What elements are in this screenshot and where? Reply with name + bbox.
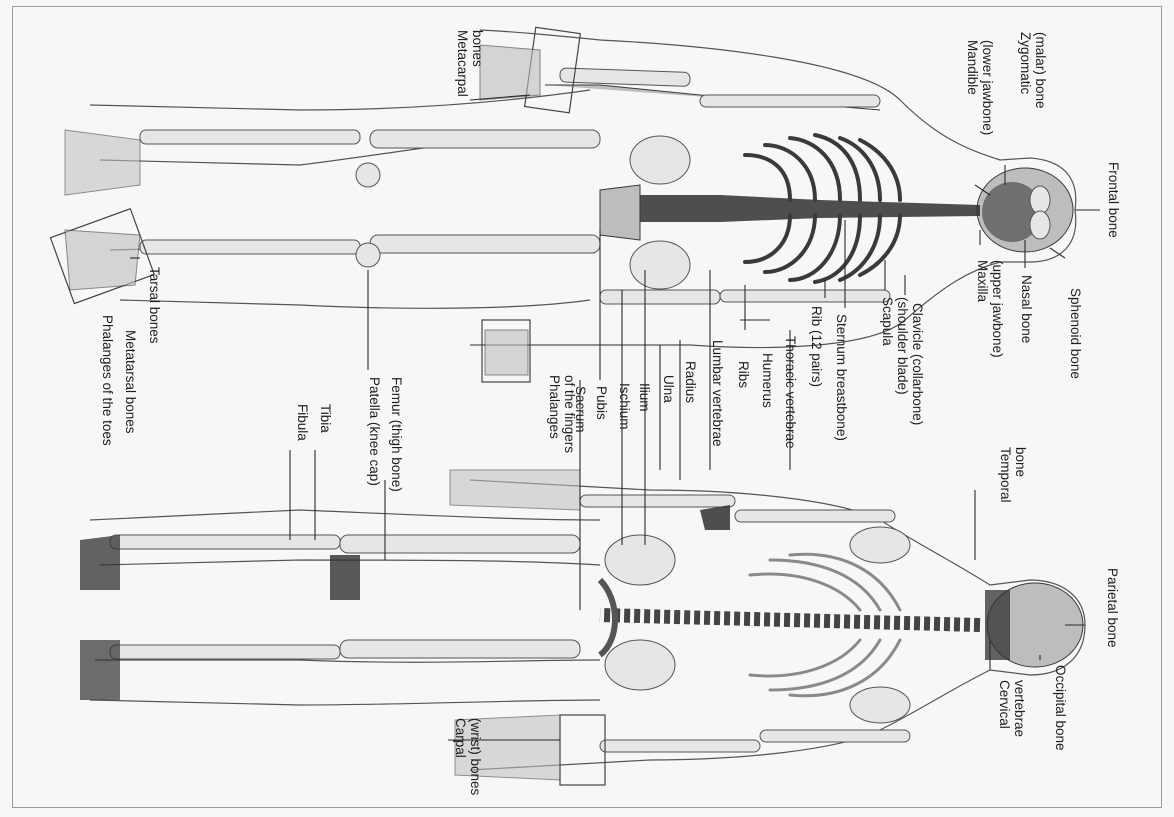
label-thoracic-vertebrae: Thoracic vertebrae [783,336,798,449]
label-temporal-bone: Temporalbone [998,447,1028,503]
label-tarsal-bones: Tarsal bones [147,267,162,344]
label-fibula: Fibula [295,404,310,441]
label-nasal-bone: Nasal bone [1019,275,1034,343]
label-pubis: Pubis [594,386,609,420]
label-sphenoid-bone: Sphenoid bone [1068,288,1083,379]
label-ulna: Ulna [661,375,676,403]
label-sternum: Sternum breastbone) [834,314,849,441]
label-carpal-bones: Carpal(wrist) bones [453,718,483,796]
label-metatarsal-bones: Metatarsal bones [123,330,138,434]
label-occipital-bone: Occipital bone [1053,665,1068,751]
bone-labels: Frontal bone Sphenoid bone Nasal bone Zy… [100,30,1121,796]
label-parietal-bone: Parietal bone [1105,568,1120,648]
label-maxilla: Maxilla(upper jawbone) [975,260,1005,358]
label-cervical-vertebrae: Cervicalvertebrae [997,680,1027,737]
label-scapula: Scapula(shoulder blade) [880,297,910,395]
label-ilium: Ilium [637,383,652,412]
label-phalanges-toes: Phalanges of the toes [100,315,115,446]
label-femur: Femur (thigh bone) [389,377,404,492]
label-ischium: Ischium [617,383,632,430]
label-mandible: Mandible(lower jawbone) [965,40,995,135]
label-frontal-bone: Frontal bone [1106,162,1121,238]
label-rib-12-pairs: Rib (12 pairs) [809,306,824,387]
label-patella: Patella (knee cap) [367,377,382,486]
label-lumbar-vertebrae: Lumbar vertebrae [710,340,725,447]
label-zygomatic-bone: Zygomatic(malar) bone [1018,32,1048,109]
label-phalanges-fingers: Phalangesof the fingers [547,375,577,453]
label-humerus: Humerus [760,353,775,408]
label-clavicle: Clavicle (collarbone) [910,303,925,425]
label-radius: Radius [683,361,698,403]
rear-view-skeleton [80,470,1085,785]
label-ribs: Ribs [736,361,751,388]
label-tibia: Tibia [318,404,333,433]
